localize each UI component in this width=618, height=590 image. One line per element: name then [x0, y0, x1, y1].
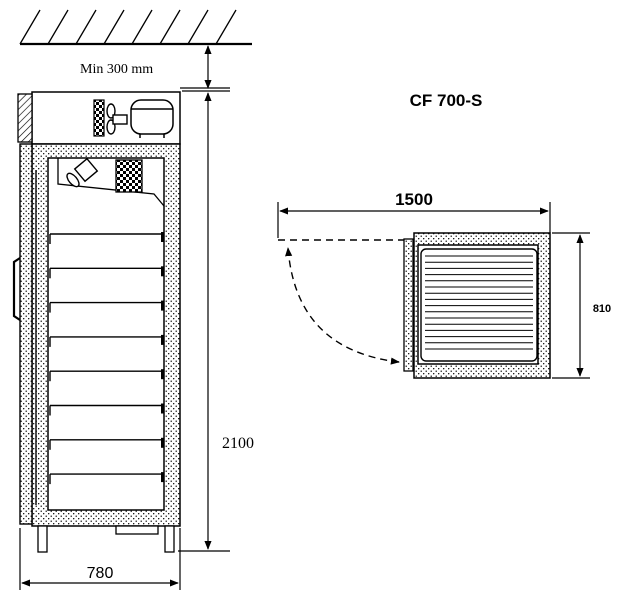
- evaporator-duct: [57, 158, 165, 207]
- cabinet-front-view: [12, 91, 181, 553]
- clearance-dimension: [180, 45, 230, 89]
- width-label: 780: [87, 565, 114, 582]
- insulated-body: [31, 143, 181, 527]
- drain-tray: [115, 525, 159, 535]
- foot-left: [37, 525, 48, 553]
- clearance-label: Min 300 mm: [80, 62, 153, 77]
- evaporator-coil: [115, 159, 143, 193]
- door-panel: [19, 143, 33, 525]
- model-title: CF 700-S: [410, 91, 483, 110]
- height-dimension: [178, 90, 230, 552]
- condenser-grille: [17, 93, 33, 143]
- shelf: [49, 472, 164, 485]
- top-view-shelf: [420, 248, 538, 362]
- fan-icon: [106, 103, 128, 135]
- top-width-label: 1500: [395, 190, 433, 209]
- top-view-insulated-body: [413, 232, 551, 379]
- compressor-icon: [130, 99, 174, 138]
- cabinet-top-view: [278, 232, 551, 379]
- evaporator-fan-icon: [66, 157, 99, 188]
- shelf: [49, 437, 164, 450]
- shelf: [49, 334, 164, 347]
- shelf: [49, 300, 164, 313]
- door-handle[interactable]: [12, 257, 21, 321]
- top-width-dimension: [277, 202, 551, 238]
- shelves: [49, 232, 164, 485]
- width-dimension: [19, 528, 181, 590]
- top-depth-label: 810: [593, 303, 611, 315]
- shelf-wires: [425, 255, 533, 350]
- foot-right: [164, 525, 175, 553]
- shelf: [49, 266, 164, 279]
- height-label: 2100: [222, 435, 254, 452]
- top-depth-dimension: [552, 232, 590, 379]
- top-view-door: [403, 238, 414, 372]
- door-swing-arc: [285, 247, 400, 365]
- shelf: [49, 232, 164, 244]
- fan-grille: [93, 99, 105, 137]
- shelf: [49, 403, 164, 416]
- ceiling-line: [19, 9, 252, 46]
- shelf: [49, 369, 164, 382]
